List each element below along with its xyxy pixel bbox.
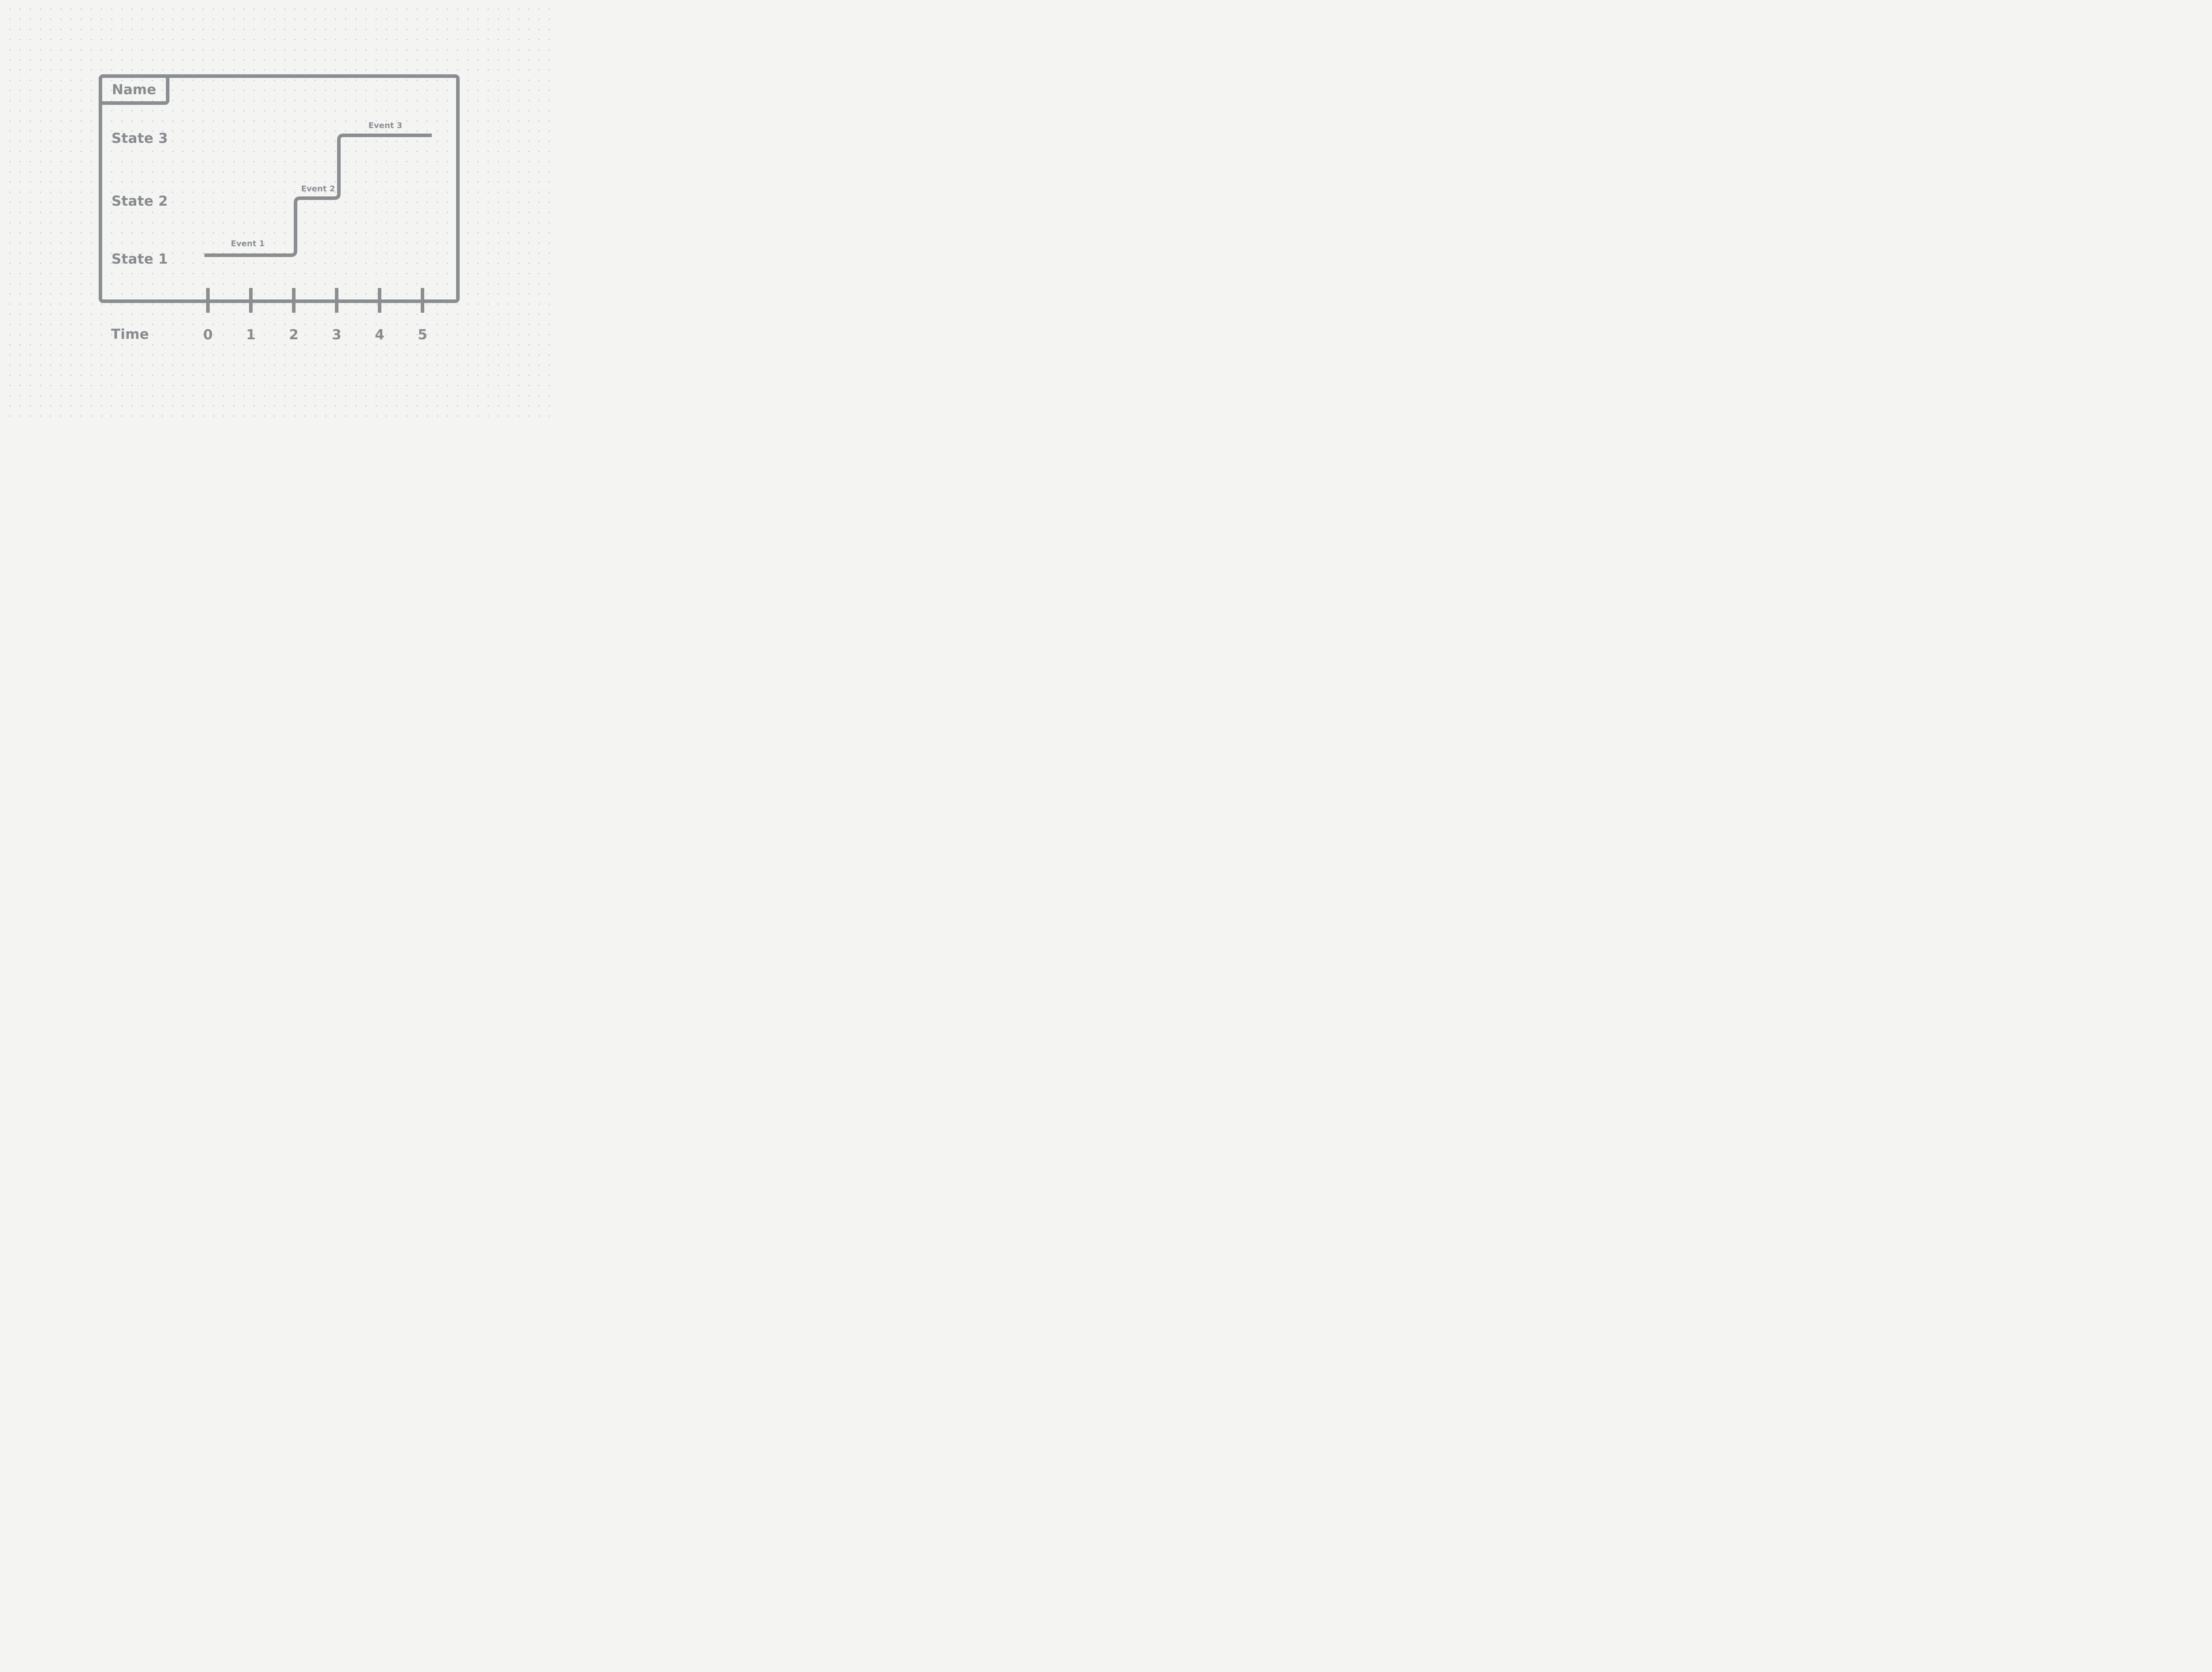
event-label-3: Event 3 <box>368 121 403 130</box>
tick-label-0: 0 <box>203 327 213 343</box>
time-axis-ticks <box>206 288 424 313</box>
timing-diagram-canvas: Name State 3 State 2 State 1 Event 1 Eve… <box>0 0 557 418</box>
tick-label-4: 4 <box>375 327 384 343</box>
diagram-frame <box>99 74 460 303</box>
state-step-line <box>204 134 432 257</box>
time-axis-label: Time <box>111 326 149 342</box>
state-label-1: State 1 <box>111 251 168 267</box>
tick-label-3: 3 <box>332 327 342 343</box>
event-label-2: Event 2 <box>301 184 335 194</box>
event-label-1: Event 1 <box>230 239 265 249</box>
state-label-3: State 3 <box>111 130 168 146</box>
name-box-label: Name <box>111 81 157 98</box>
tick-label-1: 1 <box>246 327 256 343</box>
tick-label-2: 2 <box>289 327 299 343</box>
name-box: Name <box>99 74 169 105</box>
state-label-2: State 2 <box>111 193 168 209</box>
timeline-graphic <box>204 134 432 313</box>
tick-label-5: 5 <box>418 327 427 343</box>
